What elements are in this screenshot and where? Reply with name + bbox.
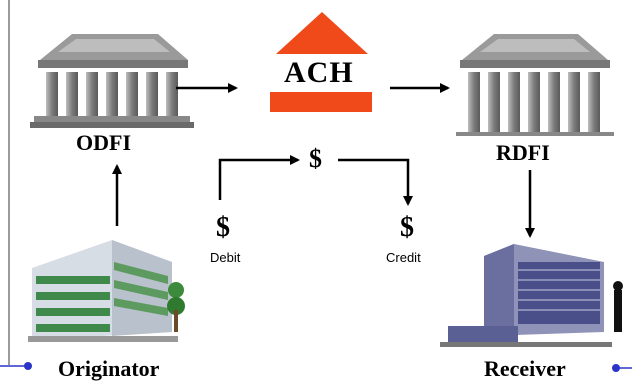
rdfi-bank-icon <box>456 34 614 136</box>
receiver-building-icon <box>440 244 623 347</box>
debit-label: Debit <box>210 250 241 265</box>
credit-label: Credit <box>386 250 421 265</box>
odfi-label: ODFI <box>76 130 131 155</box>
receiver-label: Receiver <box>484 356 566 381</box>
originator-label: Originator <box>58 356 160 381</box>
ach-logo-icon <box>270 12 372 112</box>
odfi-bank-icon <box>30 34 194 128</box>
originator-building-icon <box>28 240 185 342</box>
ach-label: ACH <box>284 56 354 89</box>
rdfi-label: RDFI <box>496 140 550 165</box>
debit-dollar-label: $ <box>216 212 230 243</box>
transfer-dollar-label: $ <box>309 144 322 173</box>
connector-left-icon <box>0 362 32 370</box>
arrow-transfer-to-credit <box>338 158 413 206</box>
credit-dollar-label: $ <box>400 212 414 243</box>
connector-right-icon <box>612 364 632 372</box>
arrow-debit-to-transfer <box>218 155 300 200</box>
